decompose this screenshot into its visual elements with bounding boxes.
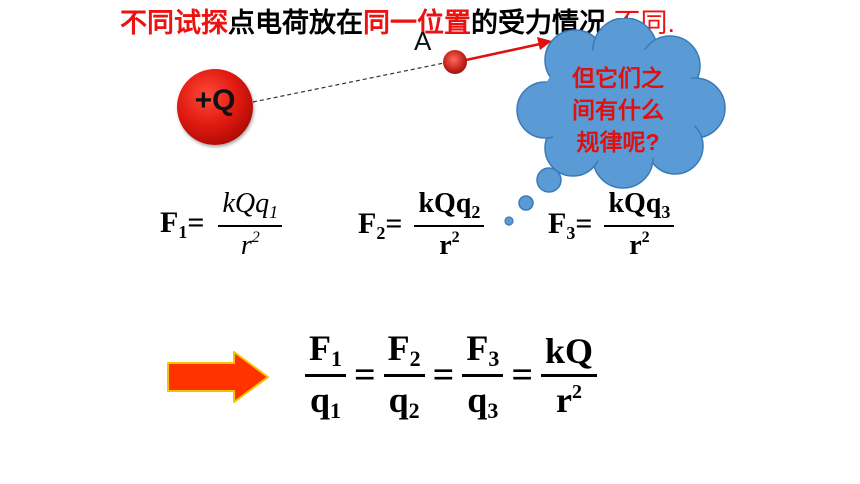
test-charge-a — [443, 50, 467, 74]
f3-fraction: kQq3 r2 — [604, 188, 675, 262]
f1-lhs: F1= — [160, 206, 205, 243]
f2-fraction: kQq2 r2 — [414, 188, 485, 262]
force-arrow-head — [537, 37, 552, 50]
title-part-2: 点电荷放在 — [228, 8, 363, 38]
cloud-line-3: 规律呢? — [576, 129, 660, 155]
cloud-question: 但它们之 间有什么 规律呢? — [548, 62, 688, 158]
source-charge-label: +Q — [194, 84, 236, 117]
formula-f1: F1= kQq1 r2 — [160, 188, 283, 262]
f2-lhs: F2= — [358, 206, 403, 243]
equals-sign-2: = — [432, 354, 455, 397]
right-arrow-icon — [167, 351, 269, 403]
thought-cloud — [504, 18, 726, 226]
equals-sign-1: = — [354, 354, 376, 397]
force-arrow-line — [465, 42, 541, 62]
f1-fraction: kQq1 r2 — [218, 188, 283, 262]
formula-f3: F3= kQq3 r2 — [548, 188, 675, 262]
final-equation: F1 q1 = F2 q2 = F3 q3 = kQ r2 — [305, 327, 597, 424]
source-charge — [177, 69, 253, 145]
point-a-label: A — [414, 26, 432, 56]
f3-lhs: F3= — [548, 206, 593, 243]
title-part-3: 同一位置 — [363, 8, 471, 38]
distance-line — [252, 62, 445, 103]
final-term-2: F2 q2 — [383, 327, 425, 424]
final-term-1: F1 q1 — [305, 327, 346, 424]
final-term-3: F3 q3 — [462, 327, 504, 424]
cloud-line-2: 间有什么 — [572, 97, 664, 123]
cloud-line-1: 但它们之 — [572, 65, 664, 91]
final-term-4: kQ r2 — [540, 330, 597, 421]
equals-sign-3: = — [511, 354, 533, 397]
formula-f2: F2= kQq2 r2 — [358, 188, 485, 262]
title-part-1: 不同试探 — [120, 8, 228, 38]
